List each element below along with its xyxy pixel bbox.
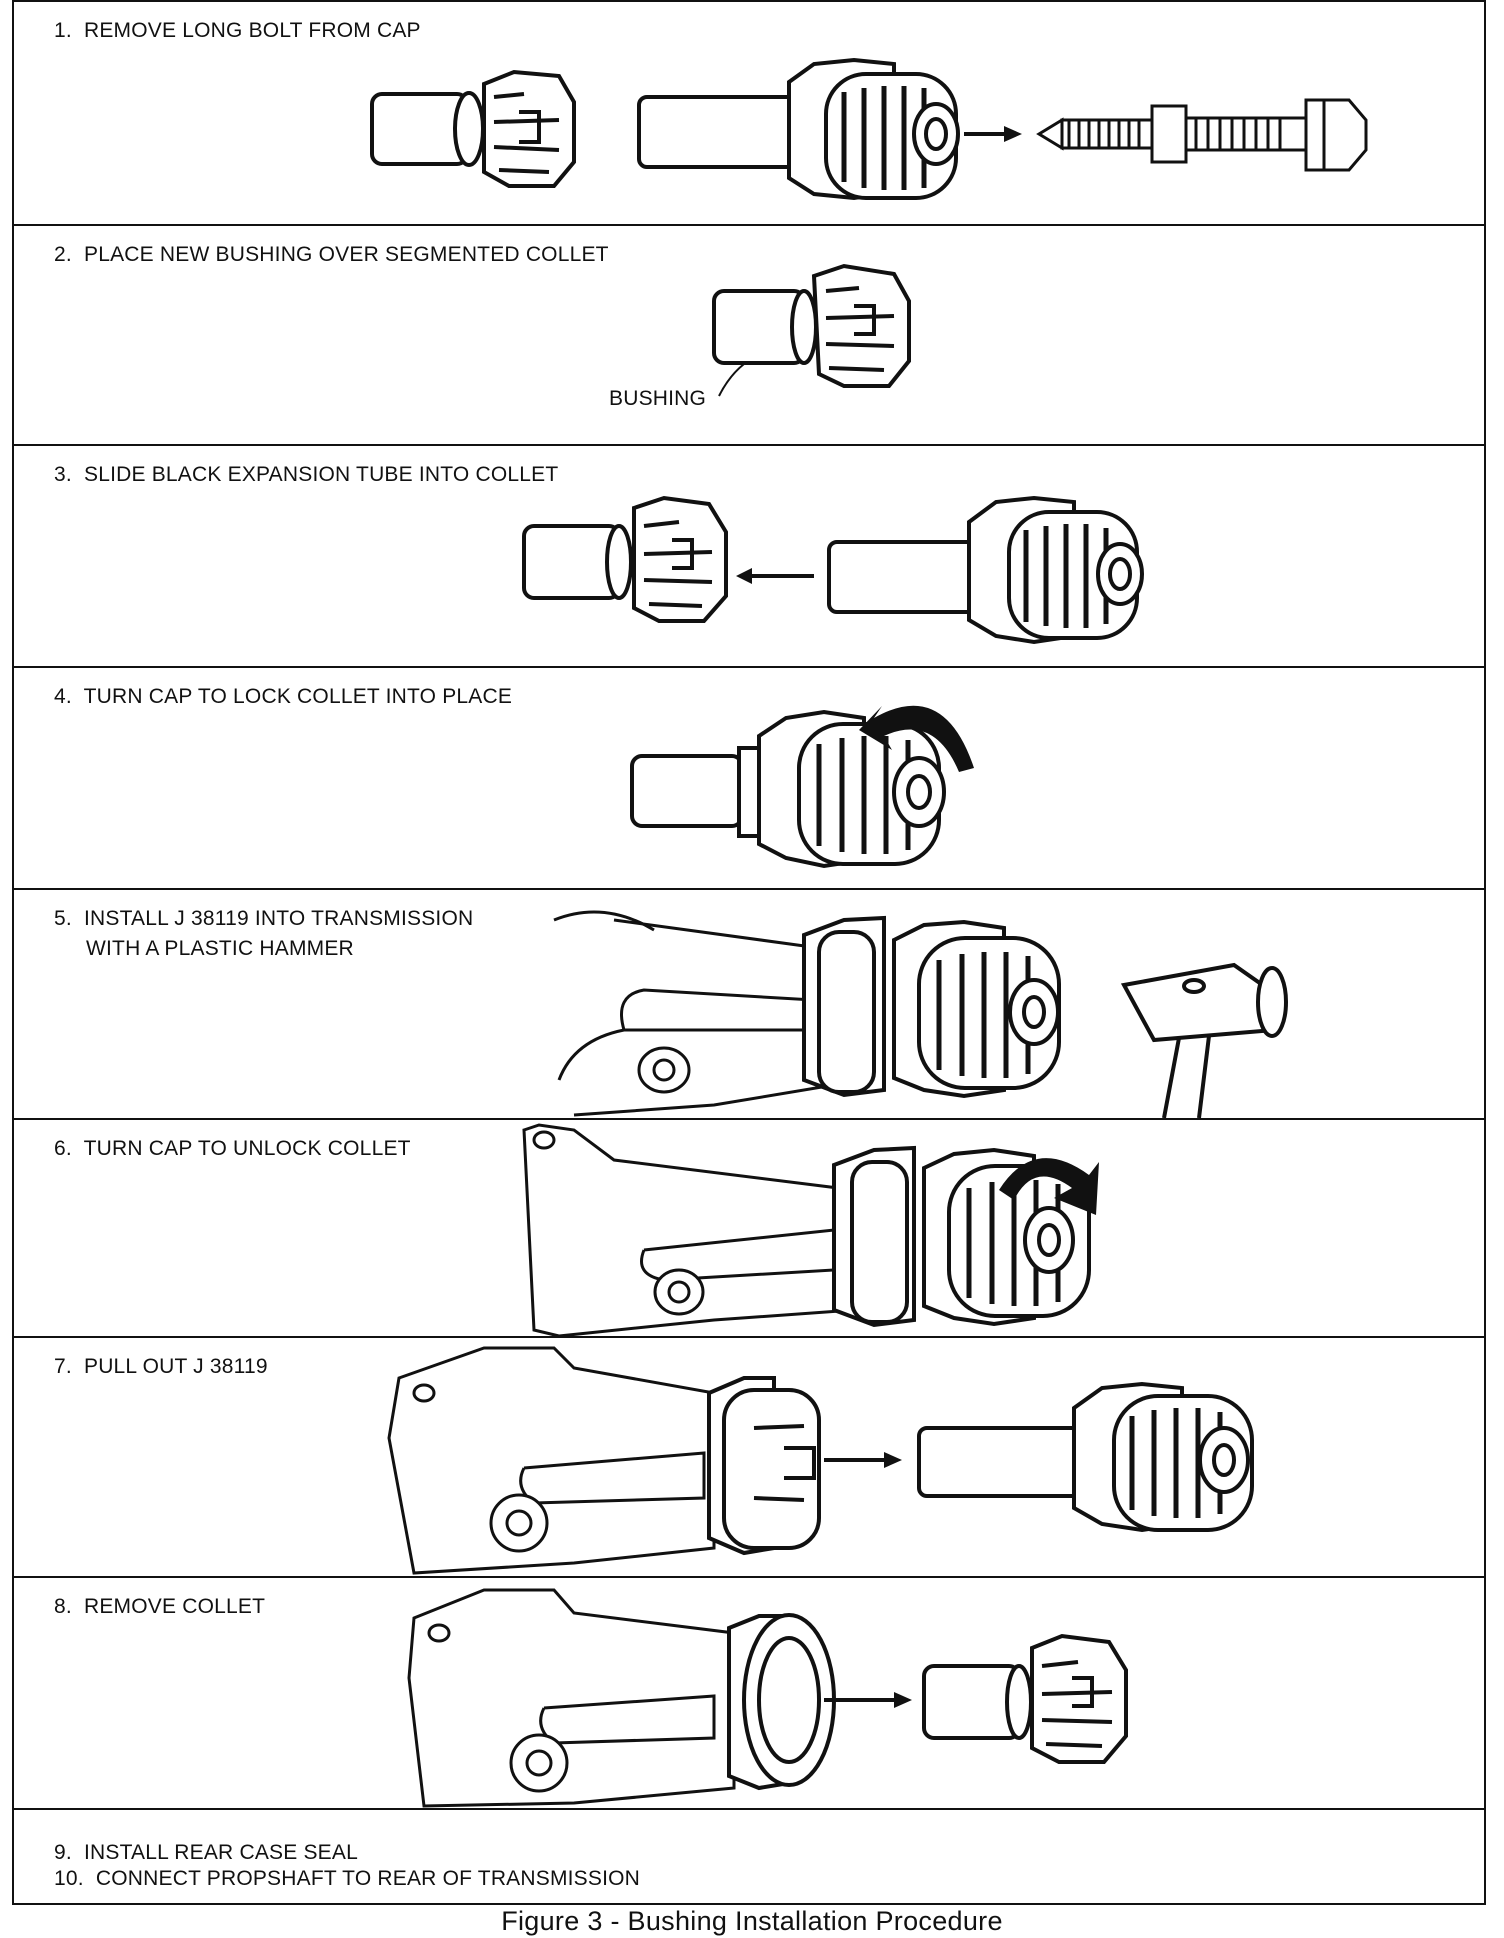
- figure-caption: Figure 3 - Bushing Installation Procedur…: [501, 1906, 1003, 1936]
- collet-with-bushing-illustration: [712, 263, 911, 388]
- leader-line: [718, 363, 745, 397]
- step-6-drawing: [522, 1123, 1099, 1336]
- rotate-arrow-icon: [859, 705, 974, 772]
- step-6-text: 6. TURN CAP TO UNLOCK COLLET: [54, 1137, 411, 1160]
- step-panel-3: 3. SLIDE BLACK EXPANSION TUBE INTO COLLE…: [14, 446, 1484, 668]
- step-4-drawing: [630, 705, 974, 869]
- transmission-illustration: [407, 1588, 736, 1808]
- tube-and-cap-illustration: [827, 495, 1144, 645]
- step-4-text: 4. TURN CAP TO LOCK COLLET INTO PLACE: [54, 685, 513, 708]
- step-8-illustration: [14, 1578, 1484, 1808]
- collet-illustration: [522, 495, 728, 623]
- step-panel-9-10: 9. INSTALL REAR CASE SEAL 10. CONNECT PR…: [14, 1810, 1484, 1903]
- step-panel-7: 7. PULL OUT J 38119: [14, 1338, 1484, 1578]
- step-panel-1: 1. REMOVE LONG BOLT FROM CAP: [14, 2, 1484, 226]
- assembled-tool-illustration: [630, 709, 946, 869]
- step-5-text: 5. INSTALL J 38119 INTO TRANSMISSION: [54, 907, 474, 930]
- collet-in-transmission-illustration: [707, 1376, 821, 1556]
- step-8-text: 8. REMOVE COLLET: [54, 1595, 266, 1618]
- step-10-text: 10. CONNECT PROPSHAFT TO REAR OF TRANSMI…: [54, 1867, 641, 1890]
- transmission-illustration: [553, 910, 836, 1117]
- bushing-label: BUSHING: [609, 387, 707, 410]
- cap-illustration: [637, 57, 960, 201]
- step-7-drawing: [387, 1346, 1254, 1575]
- tool-in-transmission-illustration: [802, 915, 1061, 1099]
- step-5-drawing: [553, 910, 1288, 1118]
- arrow-icon: [964, 126, 1022, 142]
- step-2-drawing: [712, 263, 911, 397]
- step-1-drawing: [370, 57, 1368, 201]
- tube-and-cap-illustration: [917, 1381, 1254, 1533]
- collet-illustration: [922, 1633, 1128, 1764]
- step-5-illustration: [14, 890, 1484, 1118]
- step-panel-8: 8. REMOVE COLLET: [14, 1578, 1484, 1810]
- step-1-text: 1. REMOVE LONG BOLT FROM CAP: [54, 19, 421, 42]
- step-3-text: 3. SLIDE BLACK EXPANSION TUBE INTO COLLE…: [54, 463, 559, 486]
- step-1-illustration: [14, 2, 1484, 224]
- bushing-in-transmission-illustration: [727, 1613, 836, 1791]
- step-panel-5: 5. INSTALL J 38119 INTO TRANSMISSION WIT…: [14, 890, 1484, 1120]
- step-4-illustration: [14, 668, 1484, 888]
- step-6-illustration: [14, 1120, 1484, 1336]
- tool-in-transmission-illustration: [832, 1145, 1091, 1328]
- arrow-icon: [736, 568, 814, 584]
- step-9-text: 9. INSTALL REAR CASE SEAL: [54, 1841, 358, 1864]
- step-2-illustration: BUSHING: [14, 226, 1484, 444]
- step-7-illustration: [14, 1338, 1484, 1576]
- figure-frame: 1. REMOVE LONG BOLT FROM CAP: [12, 0, 1486, 1905]
- arrow-icon: [824, 1452, 902, 1468]
- bolt-illustration: [1036, 98, 1368, 172]
- step-2-text: 2. PLACE NEW BUSHING OVER SEGMENTED COLL…: [54, 243, 609, 266]
- transmission-illustration: [387, 1346, 716, 1575]
- step-8-drawing: [407, 1588, 1128, 1808]
- step-3-drawing: [522, 495, 1144, 645]
- step-panel-2: 2. PLACE NEW BUSHING OVER SEGMENTED COLL…: [14, 226, 1484, 446]
- arrow-icon: [824, 1692, 912, 1708]
- rotate-arrow-icon: [999, 1158, 1099, 1215]
- step-3-illustration: [14, 446, 1484, 666]
- step-panel-6: 6. TURN CAP TO UNLOCK COLLET: [14, 1120, 1484, 1338]
- step-7-text: 7. PULL OUT J 38119: [54, 1355, 268, 1378]
- collet-illustration: [370, 69, 576, 188]
- step-5-text-line-2: WITH A PLASTIC HAMMER: [86, 937, 354, 960]
- step-panel-4: 4. TURN CAP TO LOCK COLLET INTO PLACE: [14, 668, 1484, 890]
- transmission-illustration: [522, 1123, 856, 1336]
- plastic-hammer-icon: [1120, 962, 1288, 1118]
